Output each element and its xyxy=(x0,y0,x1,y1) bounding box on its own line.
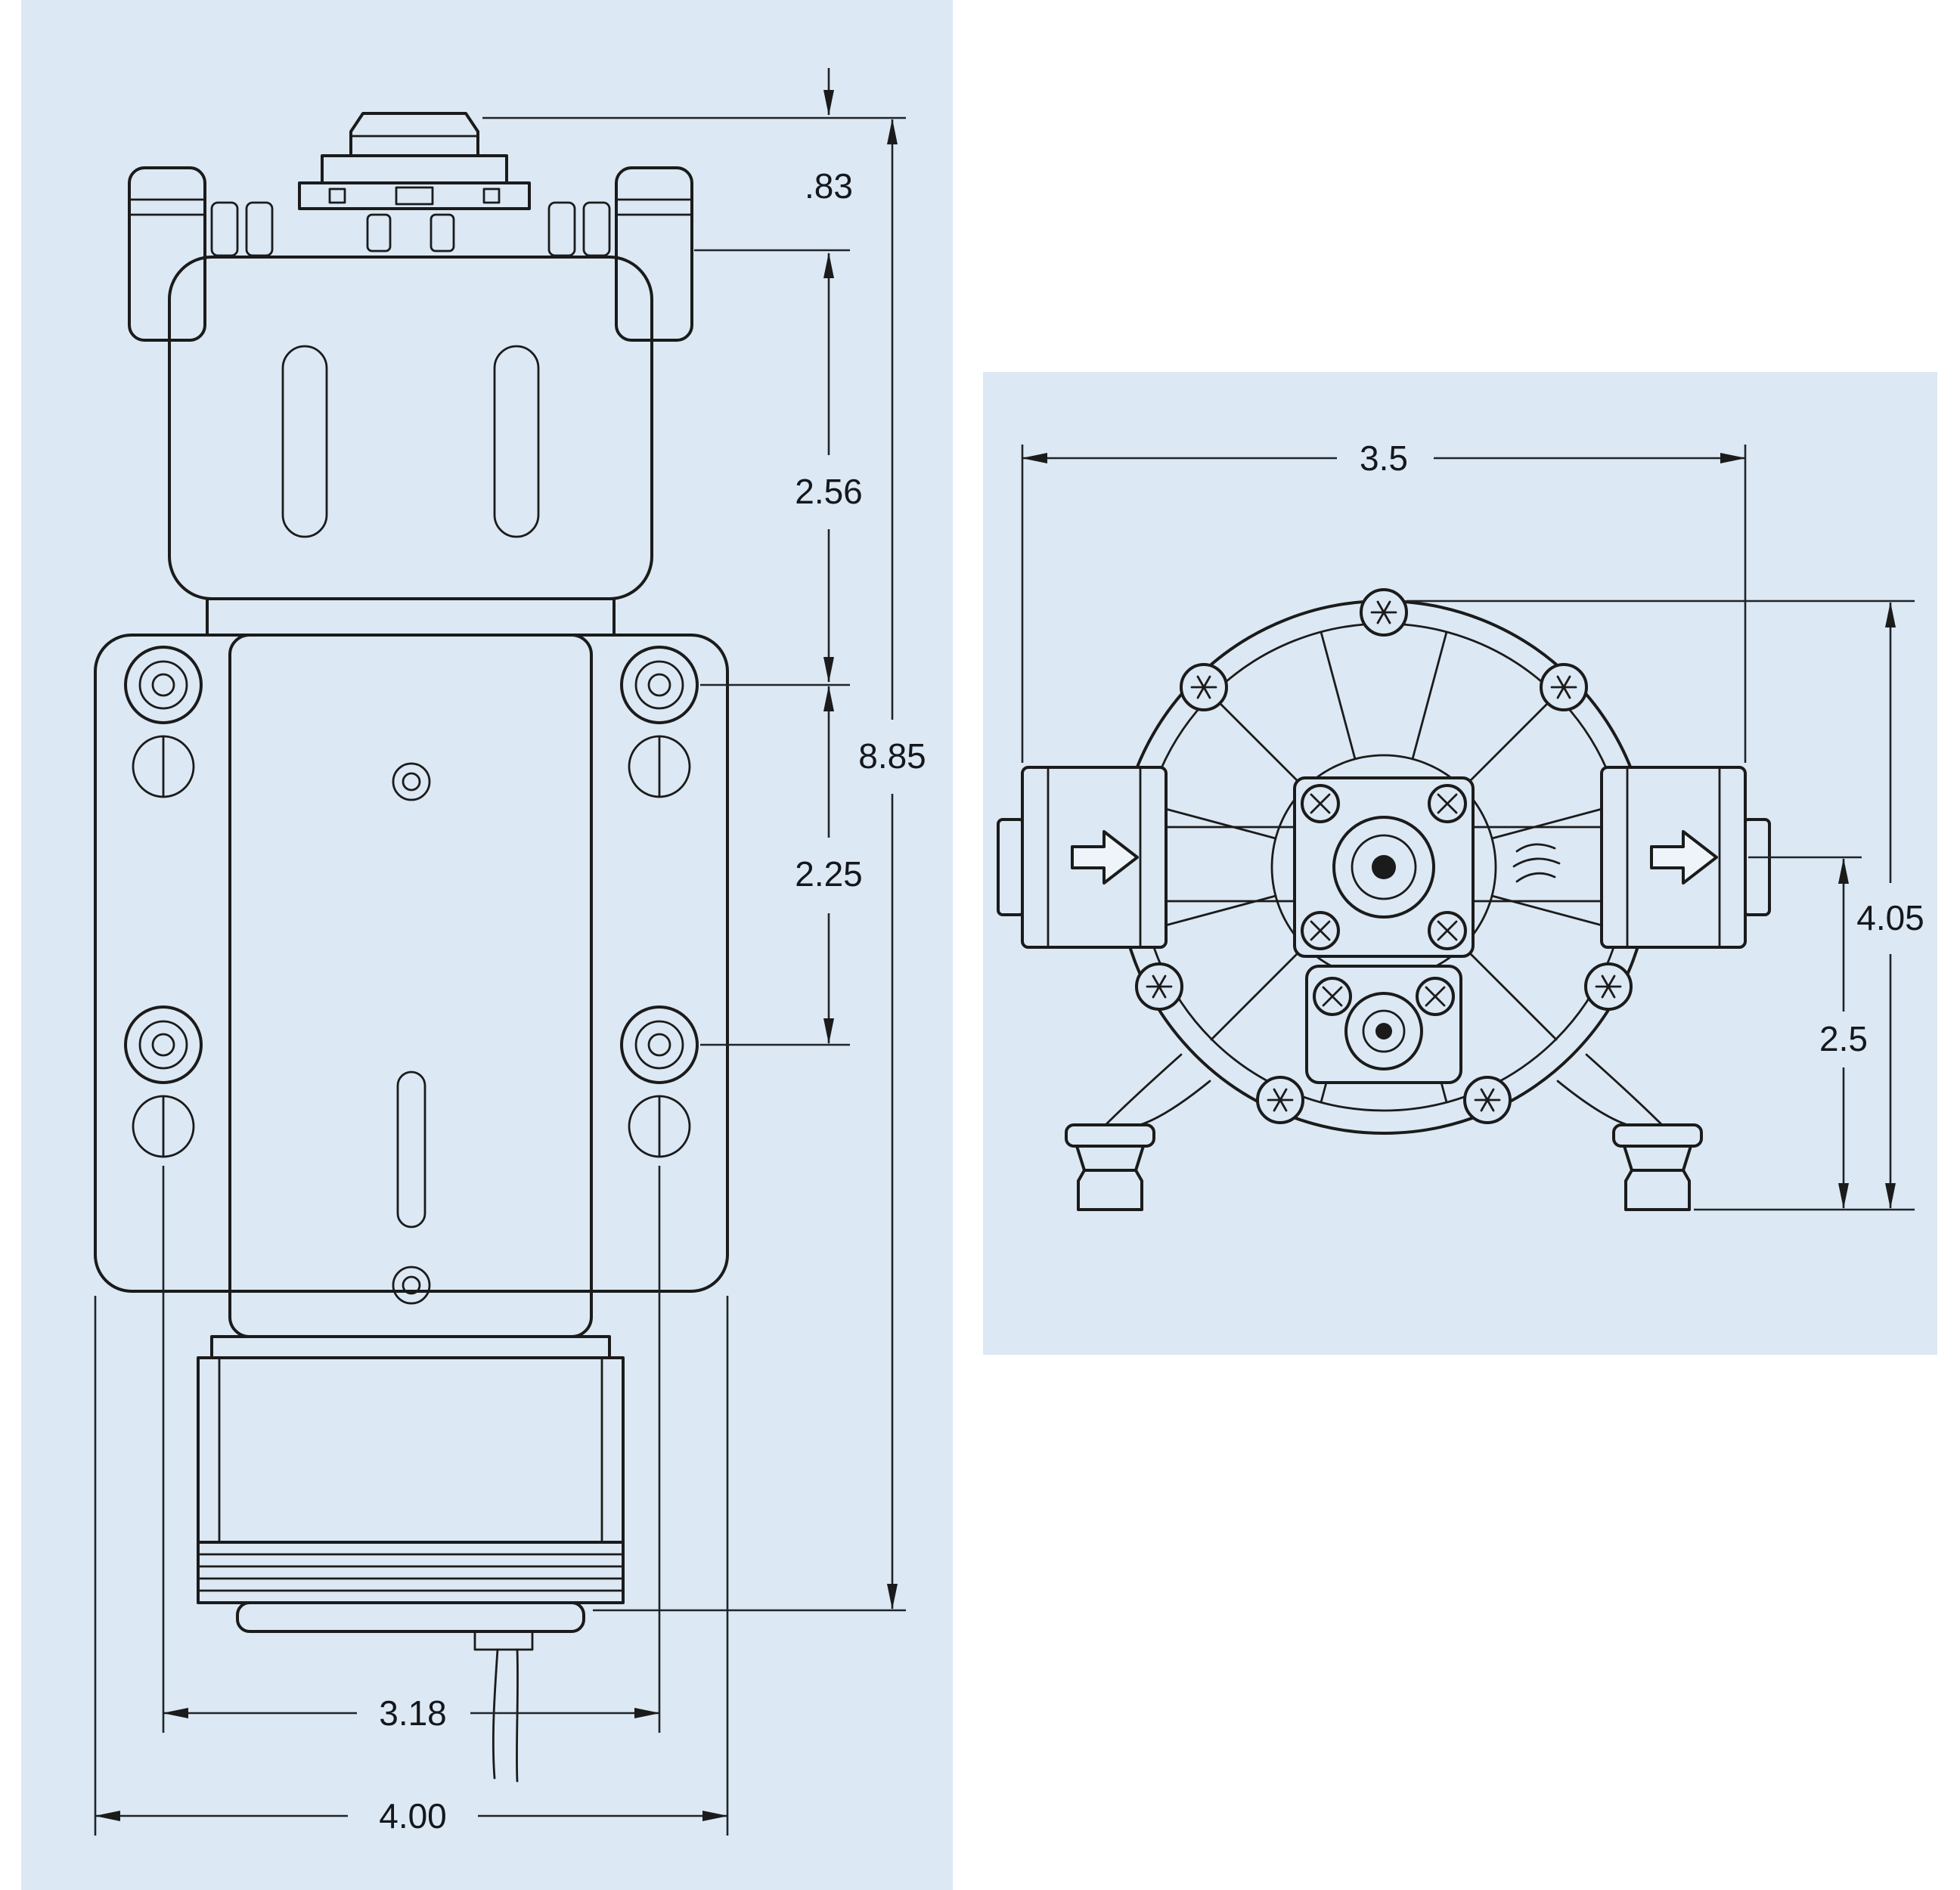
center-screw xyxy=(392,762,431,801)
screw-icon xyxy=(1256,1076,1304,1124)
motor-wire xyxy=(516,1648,519,1783)
front-dimensions: .83 2.56 2.25 8.85 3.18 4.00 xyxy=(94,68,926,1836)
rubber-foot xyxy=(1065,1123,1155,1211)
dim-overall-height: 8.85 xyxy=(858,736,926,776)
inlet-port xyxy=(997,766,1296,949)
screw-icon xyxy=(1428,784,1467,823)
flow-arrow-icon xyxy=(1650,830,1718,885)
screw-icon xyxy=(1301,911,1340,950)
lower-screw xyxy=(392,1266,431,1305)
screw-icon xyxy=(1584,962,1633,1011)
motor-end-bell xyxy=(197,1541,625,1604)
end-view-panel: 3.5 4.05 2.5 xyxy=(983,372,1937,1355)
grommet-hole xyxy=(620,646,699,724)
lower-boss xyxy=(1305,965,1462,1084)
screw-icon xyxy=(1428,911,1467,950)
dim-end-overall-width: 3.5 xyxy=(1360,438,1408,478)
flow-arrow-icon xyxy=(1071,830,1139,885)
end-dimensions: 3.5 4.05 2.5 xyxy=(1021,438,1924,1211)
dim-hole-vertical-spacing: 2.25 xyxy=(795,854,863,894)
dim-top-offset: .83 xyxy=(805,166,853,206)
grommet-hole xyxy=(620,1005,699,1084)
pump-head xyxy=(168,256,653,637)
screw-icon xyxy=(1301,784,1340,823)
center-slot xyxy=(396,1070,426,1228)
screw-icon xyxy=(1180,663,1228,711)
screw-icon xyxy=(1135,962,1183,1011)
washer-hole xyxy=(132,735,691,1158)
wire-grommet xyxy=(473,1630,534,1651)
front-view-panel: .83 2.56 2.25 8.85 3.18 4.00 xyxy=(21,0,953,1890)
screw-icon xyxy=(1463,1076,1512,1124)
mounting-bracket xyxy=(94,634,729,1338)
swirl-logo-icon xyxy=(1512,843,1561,883)
screw-icon xyxy=(1313,977,1352,1016)
dim-overall-width: 4.00 xyxy=(379,1796,447,1836)
right-fitting xyxy=(615,166,693,342)
screw-icon xyxy=(1540,663,1588,711)
outlet-port xyxy=(1472,766,1771,949)
dim-head-to-mount: 2.56 xyxy=(795,472,863,511)
end-view-drawing: 3.5 4.05 2.5 xyxy=(997,438,1924,1211)
mounting-feet xyxy=(1065,1053,1703,1211)
front-view-drawing: .83 2.56 2.25 8.85 3.18 4.00 xyxy=(94,68,926,1836)
screw-icon xyxy=(1360,588,1408,637)
dim-hole-horizontal-spacing: 3.18 xyxy=(379,1693,447,1733)
grommet-hole xyxy=(124,646,203,724)
left-fitting xyxy=(128,166,206,342)
motor xyxy=(197,1335,625,1783)
rubber-foot xyxy=(1612,1123,1703,1211)
pressure-switch-assembly xyxy=(128,112,693,342)
motor-wire xyxy=(492,1648,499,1780)
center-flange xyxy=(1293,776,1475,958)
screw-icon xyxy=(1416,977,1455,1016)
dim-end-overall-height: 4.05 xyxy=(1856,898,1924,937)
dim-port-to-base: 2.5 xyxy=(1819,1019,1868,1058)
grommet-hole xyxy=(124,1005,203,1084)
